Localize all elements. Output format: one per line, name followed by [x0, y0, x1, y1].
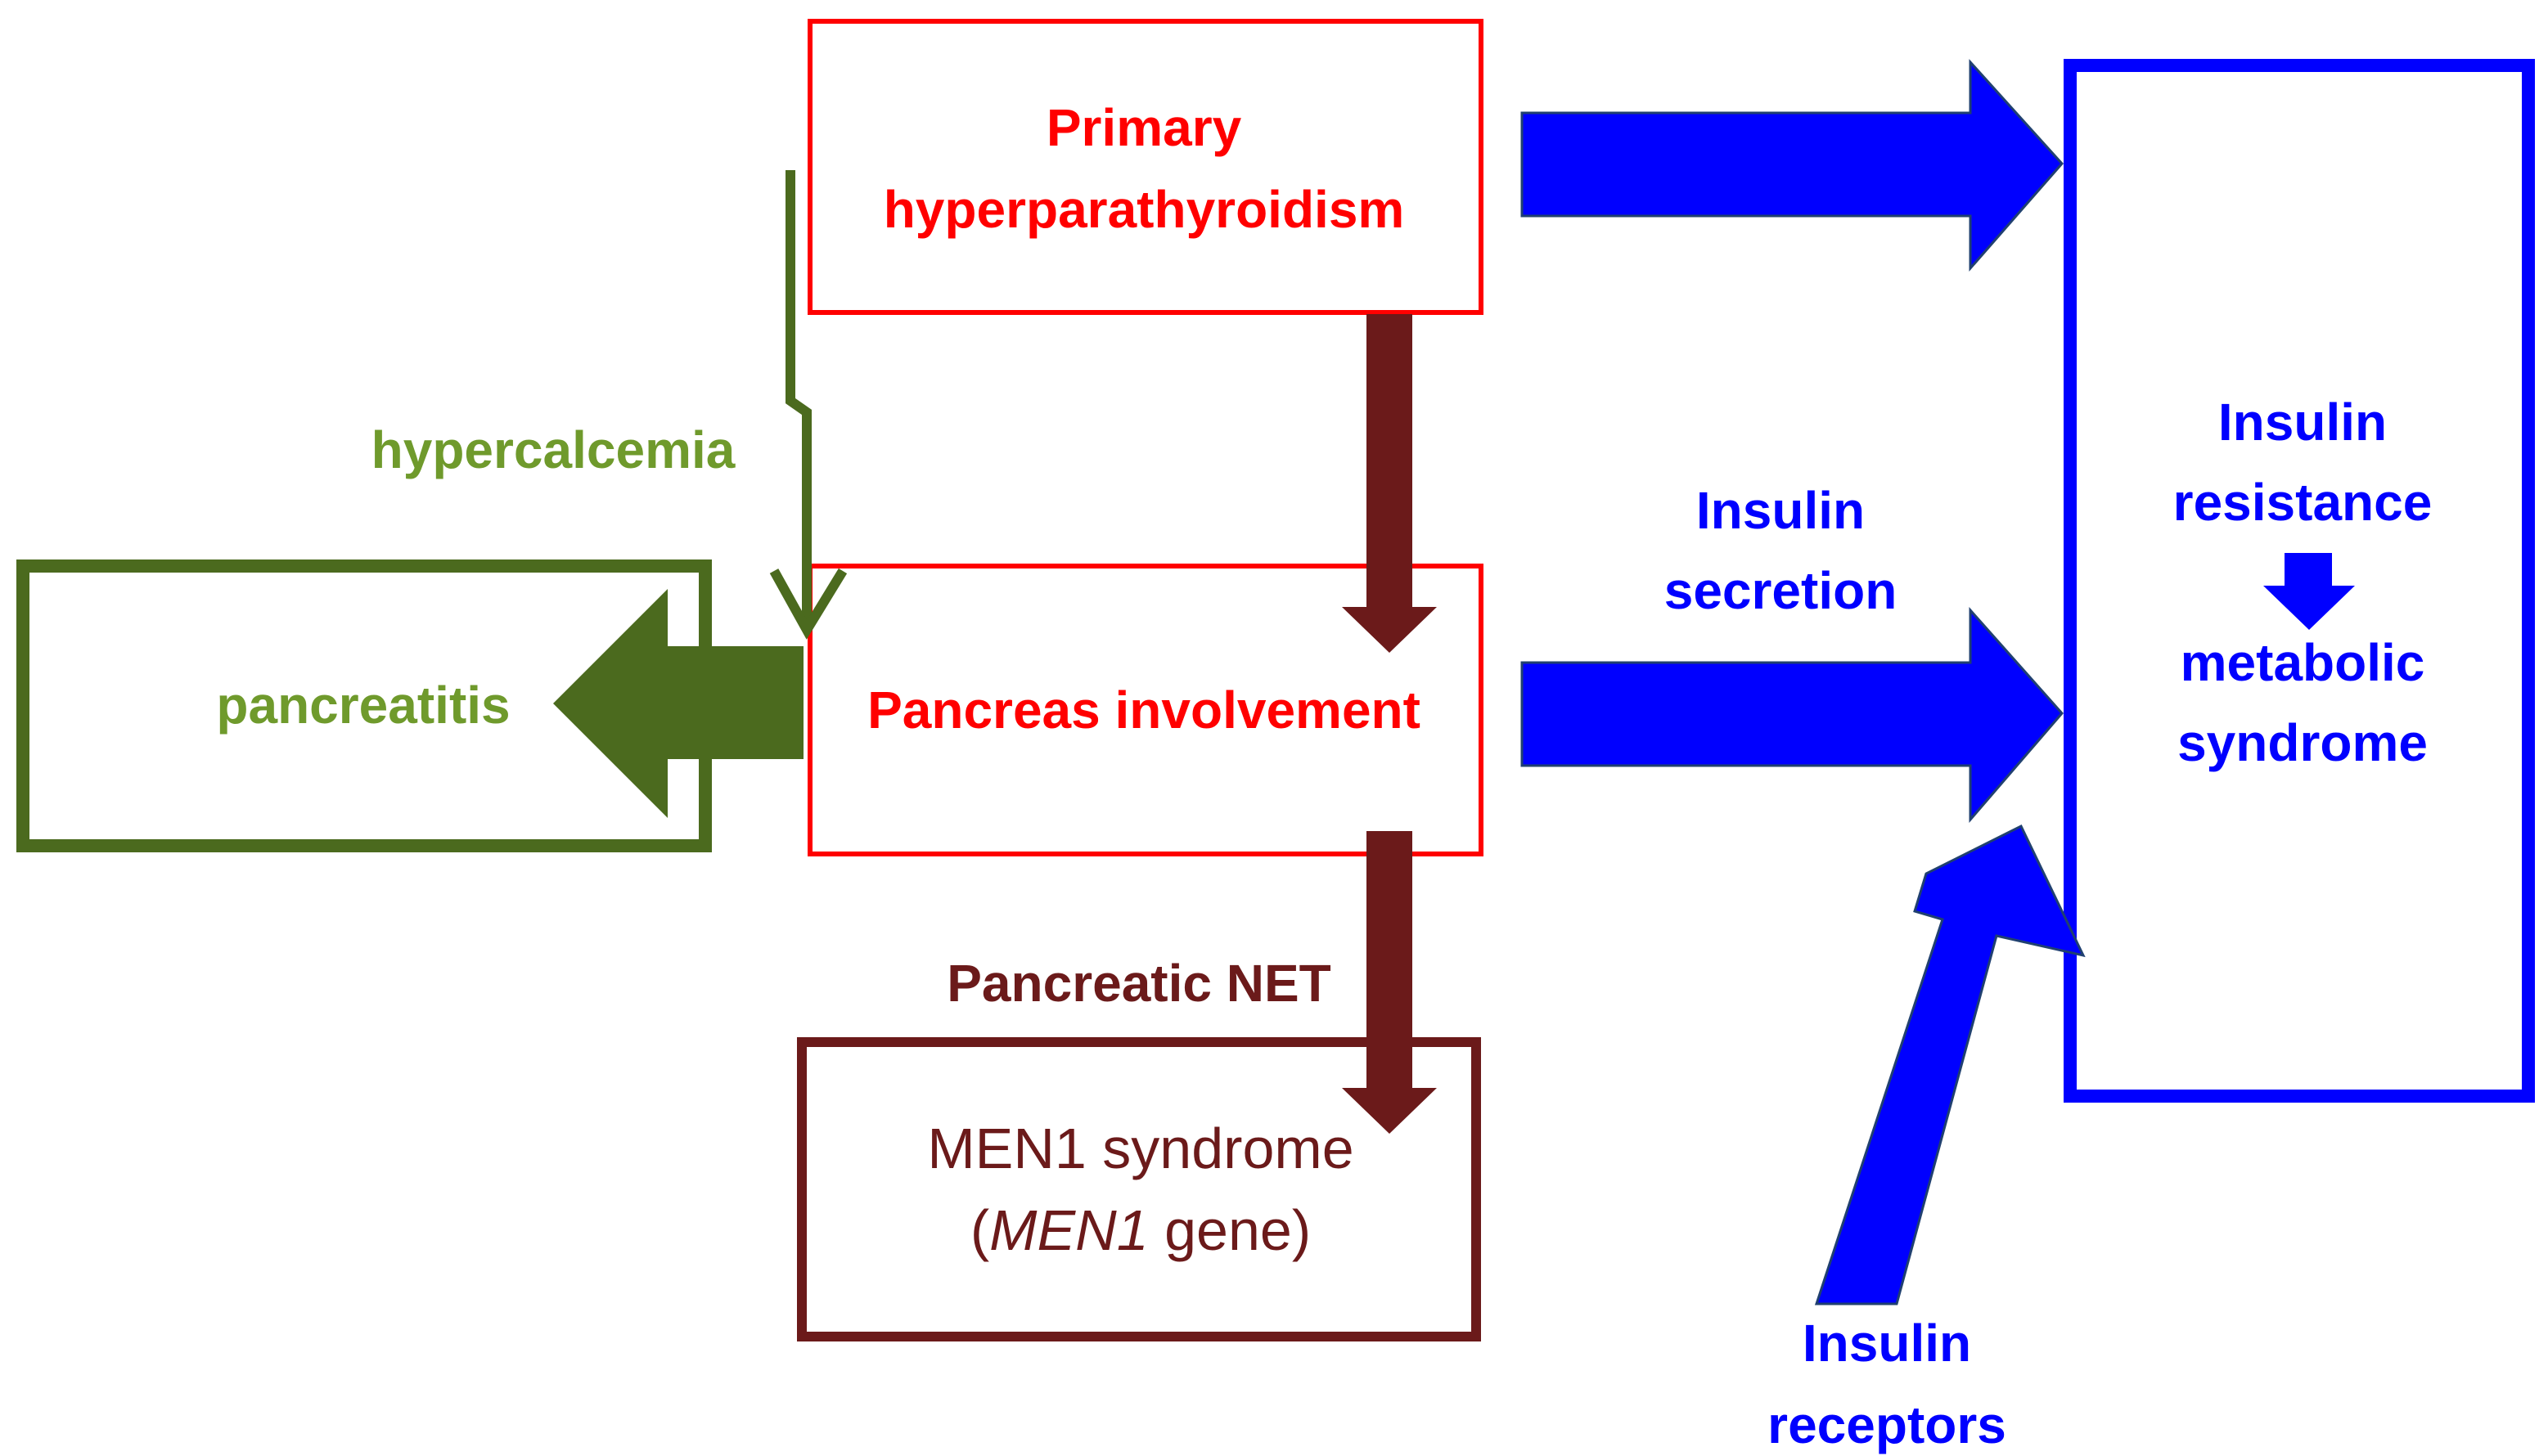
metabolic-syndrome-line1: metabolic — [2181, 633, 2425, 692]
brown-arrow-down-upper — [1342, 314, 1437, 653]
blue-small-arrow-down — [2263, 553, 2355, 630]
insulin-resistance-line2: resistance — [2173, 473, 2433, 532]
men1-line1: MEN1 syndrome — [927, 1117, 1353, 1180]
insulin-receptors-line2: receptors — [1767, 1395, 2006, 1454]
hypercalcemia-label: hypercalcemia — [371, 420, 736, 479]
pancreatitis-label: pancreatitis — [216, 676, 510, 735]
green-arrow-left — [553, 589, 804, 818]
primary-hyperparathyroidism-box — [808, 19, 1483, 315]
blue-arrow-top — [1520, 59, 2064, 272]
men1-gene-italic: MEN1 — [989, 1198, 1148, 1262]
blue-arrow-diagonal — [1814, 824, 2086, 1305]
pancreatic-net-label: Pancreatic NET — [947, 954, 1331, 1013]
primary-hpt-line2: hyperparathyroidism — [884, 180, 1405, 239]
men1-line2-open: ( — [970, 1198, 989, 1262]
pancreas-involvement-label: Pancreas involvement — [867, 681, 1420, 739]
hypercalcemia-arrow — [786, 170, 812, 627]
brown-arrow-down-lower — [1342, 831, 1437, 1134]
insulin-receptors-line1: Insulin — [1803, 1314, 1971, 1373]
insulin-resistance-line1: Insulin — [2218, 393, 2387, 452]
blue-arrow-middle — [1520, 607, 2064, 824]
insulin-secretion-line1: Insulin — [1696, 481, 1865, 540]
metabolic-syndrome-line2: syndrome — [2177, 713, 2428, 772]
hypercalcemia-arrowhead — [769, 568, 848, 640]
insulin-secretion-line2: secretion — [1664, 561, 1897, 620]
men1-line2: (MEN1 gene) — [970, 1198, 1311, 1262]
men1-line2-rest: gene) — [1149, 1198, 1311, 1262]
primary-hpt-line1: Primary — [1047, 98, 1242, 157]
